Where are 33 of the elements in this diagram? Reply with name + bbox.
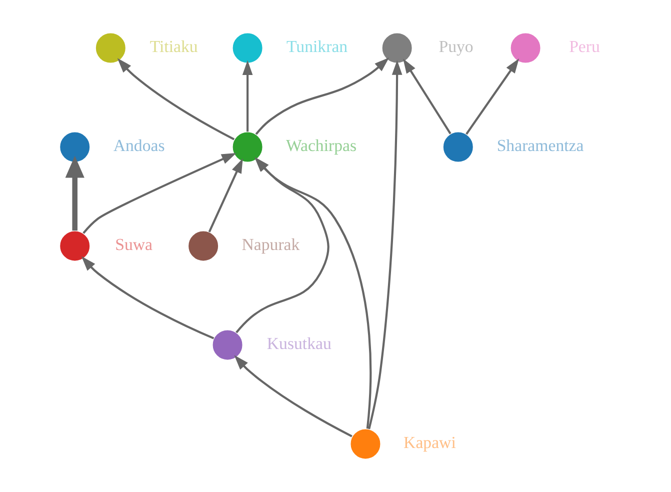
- node-label: Sharamentza: [496, 136, 584, 156]
- node-circle: [231, 32, 263, 64]
- node-label: Tunikran: [286, 37, 348, 56]
- arrow: [368, 60, 402, 430]
- arrow: [234, 355, 352, 438]
- arrow: [80, 256, 214, 340]
- node-circle: [349, 428, 381, 460]
- node-label: Kusutkau: [266, 334, 331, 353]
- node-circle: [231, 131, 263, 163]
- node-circle: [58, 230, 90, 262]
- node-label: Kapawi: [403, 432, 456, 452]
- node-label: Titiaku: [149, 37, 198, 56]
- arrow: [116, 58, 234, 140]
- node-circle: [94, 32, 126, 64]
- node-circle: [509, 32, 541, 64]
- arrow: [242, 60, 252, 132]
- arrow: [64, 156, 84, 231]
- node-circle: [380, 32, 412, 64]
- node-label: Wachirpas: [285, 136, 356, 156]
- node-circle: [211, 329, 243, 361]
- node-circle: [442, 131, 474, 163]
- node-label: Suwa: [114, 235, 152, 254]
- node-label: Puyo: [438, 37, 473, 56]
- node-label: Andoas: [112, 136, 164, 156]
- arrow: [82, 153, 236, 234]
- node-label: Napurak: [241, 235, 300, 254]
- arrow: [402, 58, 451, 134]
- node-label: Peru: [568, 37, 600, 56]
- arrow: [465, 58, 519, 135]
- node-circle: [187, 230, 219, 262]
- arrow: [254, 58, 389, 135]
- node-circle: [58, 131, 90, 163]
- arrow: [208, 158, 242, 232]
